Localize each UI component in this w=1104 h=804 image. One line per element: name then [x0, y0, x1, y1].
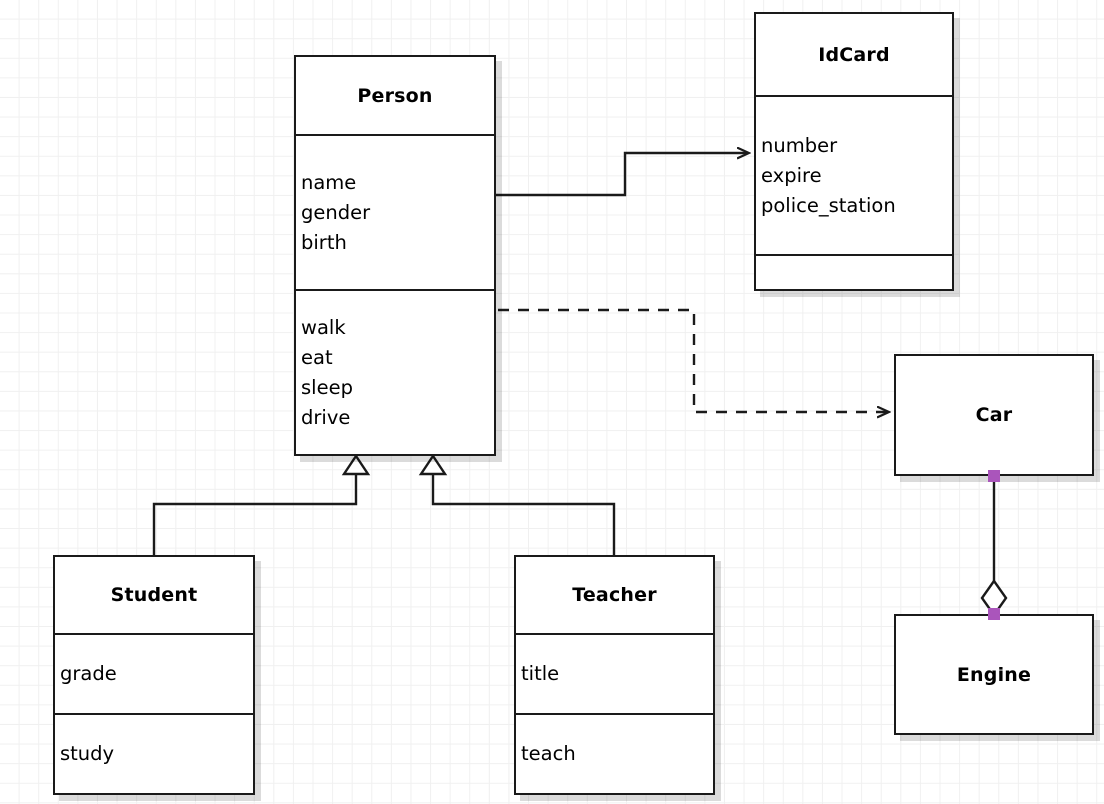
class-box-teacher[interactable]: Teacher title teach [514, 555, 715, 795]
attribute-item: number [761, 133, 838, 157]
attribute-item: title [521, 662, 560, 685]
hollow-triangle-icon [418, 453, 448, 476]
class-box-student[interactable]: Student grade study [53, 555, 255, 795]
attributes-compartment-student: grade [55, 633, 253, 713]
methods-compartment-student: study [55, 713, 253, 793]
attributes-compartment-teacher: title [516, 633, 713, 713]
hollow-triangle-icon [341, 453, 371, 476]
edge-car-engine [980, 476, 1008, 618]
class-name-engine: Engine [956, 663, 1032, 686]
class-box-car[interactable]: Car [894, 354, 1094, 476]
class-box-idcard[interactable]: IdCard number expire police_station [754, 12, 954, 291]
attribute-item: birth [301, 230, 347, 254]
method-item: teach [521, 742, 576, 765]
attribute-item: grade [60, 662, 117, 685]
class-box-person[interactable]: Person name gender birth walk eat sleep … [294, 55, 496, 456]
method-item: walk [301, 315, 346, 339]
method-item: drive [301, 405, 351, 429]
method-item: study [60, 742, 115, 765]
class-name-person: Person [357, 84, 433, 107]
attribute-item: expire [761, 163, 822, 187]
edge-student-person [152, 453, 371, 555]
edge-person-car [498, 308, 888, 412]
attribute-item: police_station [761, 193, 896, 217]
attribute-item: gender [301, 200, 371, 224]
edge-teacher-person [418, 453, 616, 555]
method-item: eat [301, 345, 333, 369]
attributes-compartment-person: name gender birth [296, 134, 494, 289]
methods-compartment-teacher: teach [516, 713, 713, 793]
method-item: sleep [301, 375, 353, 399]
class-name-student: Student [110, 584, 198, 606]
attributes-compartment-idcard: number expire police_station [756, 95, 952, 254]
attribute-item: name [301, 170, 357, 194]
methods-compartment-person: walk eat sleep drive [296, 289, 494, 454]
methods-compartment-idcard [756, 254, 952, 289]
edge-handle-engine-end[interactable] [988, 608, 1000, 620]
edge-person-idcard [496, 153, 748, 197]
class-box-engine[interactable]: Engine [894, 614, 1094, 735]
class-name-car: Car [975, 404, 1013, 426]
class-name-idcard: IdCard [818, 43, 890, 66]
class-name-teacher: Teacher [572, 584, 657, 606]
edge-handle-car-end[interactable] [988, 470, 1000, 482]
